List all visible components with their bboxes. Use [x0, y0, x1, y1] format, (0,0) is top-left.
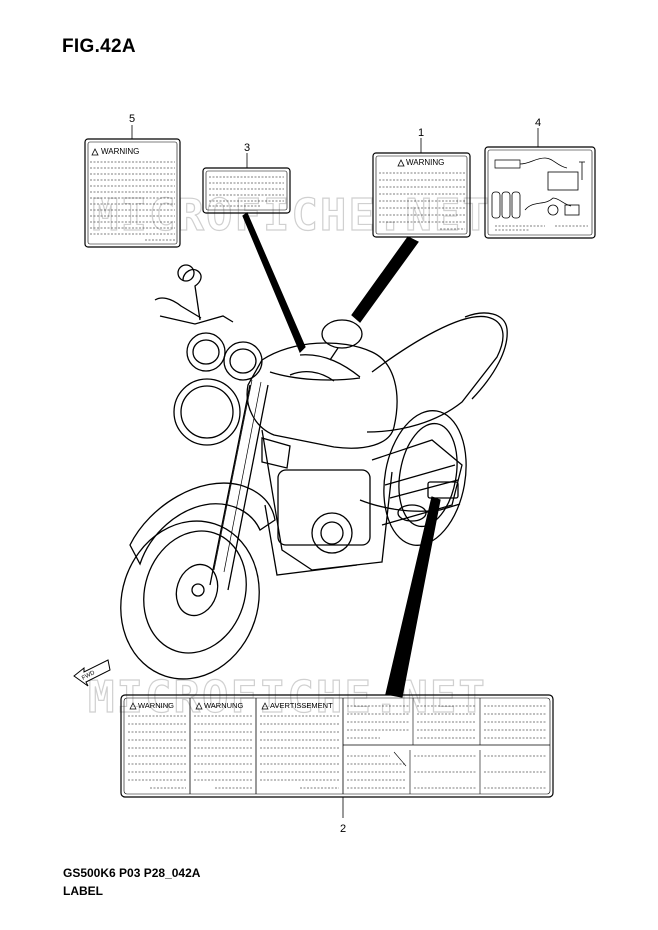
figure-label: LABEL	[63, 884, 103, 898]
label-5-warning-sticker	[84, 138, 181, 248]
callout-1: 1	[418, 127, 424, 139]
callout-3: 3	[244, 142, 250, 154]
watermark-top: MICROFICHE.NET	[92, 190, 491, 241]
callout-5: 5	[129, 113, 135, 125]
figure-code: GS500K6 P03 P28_042A	[63, 866, 201, 880]
label-2-combined-warning-sticker	[120, 694, 554, 798]
label-5-warning-text: WARNING	[101, 147, 139, 156]
label-2-warnung-text: WARNUNG	[204, 701, 243, 710]
motorcycle-outline	[120, 264, 508, 680]
label-2-avertissement-text: AVERTISSEMENT	[270, 701, 333, 710]
label-4-battery-sticker	[484, 146, 596, 239]
callout-2: 2	[340, 823, 346, 835]
fwd-direction-arrow	[73, 659, 111, 687]
label-1-warning-sticker	[372, 152, 471, 238]
figure-title: FIG.42A	[62, 36, 136, 57]
label-2-warning-text: WARNING	[138, 701, 174, 710]
callout-4: 4	[535, 117, 541, 129]
label-1-warning-text: WARNING	[406, 158, 444, 167]
watermark-bottom: MICROFICHE.NET	[88, 672, 487, 723]
